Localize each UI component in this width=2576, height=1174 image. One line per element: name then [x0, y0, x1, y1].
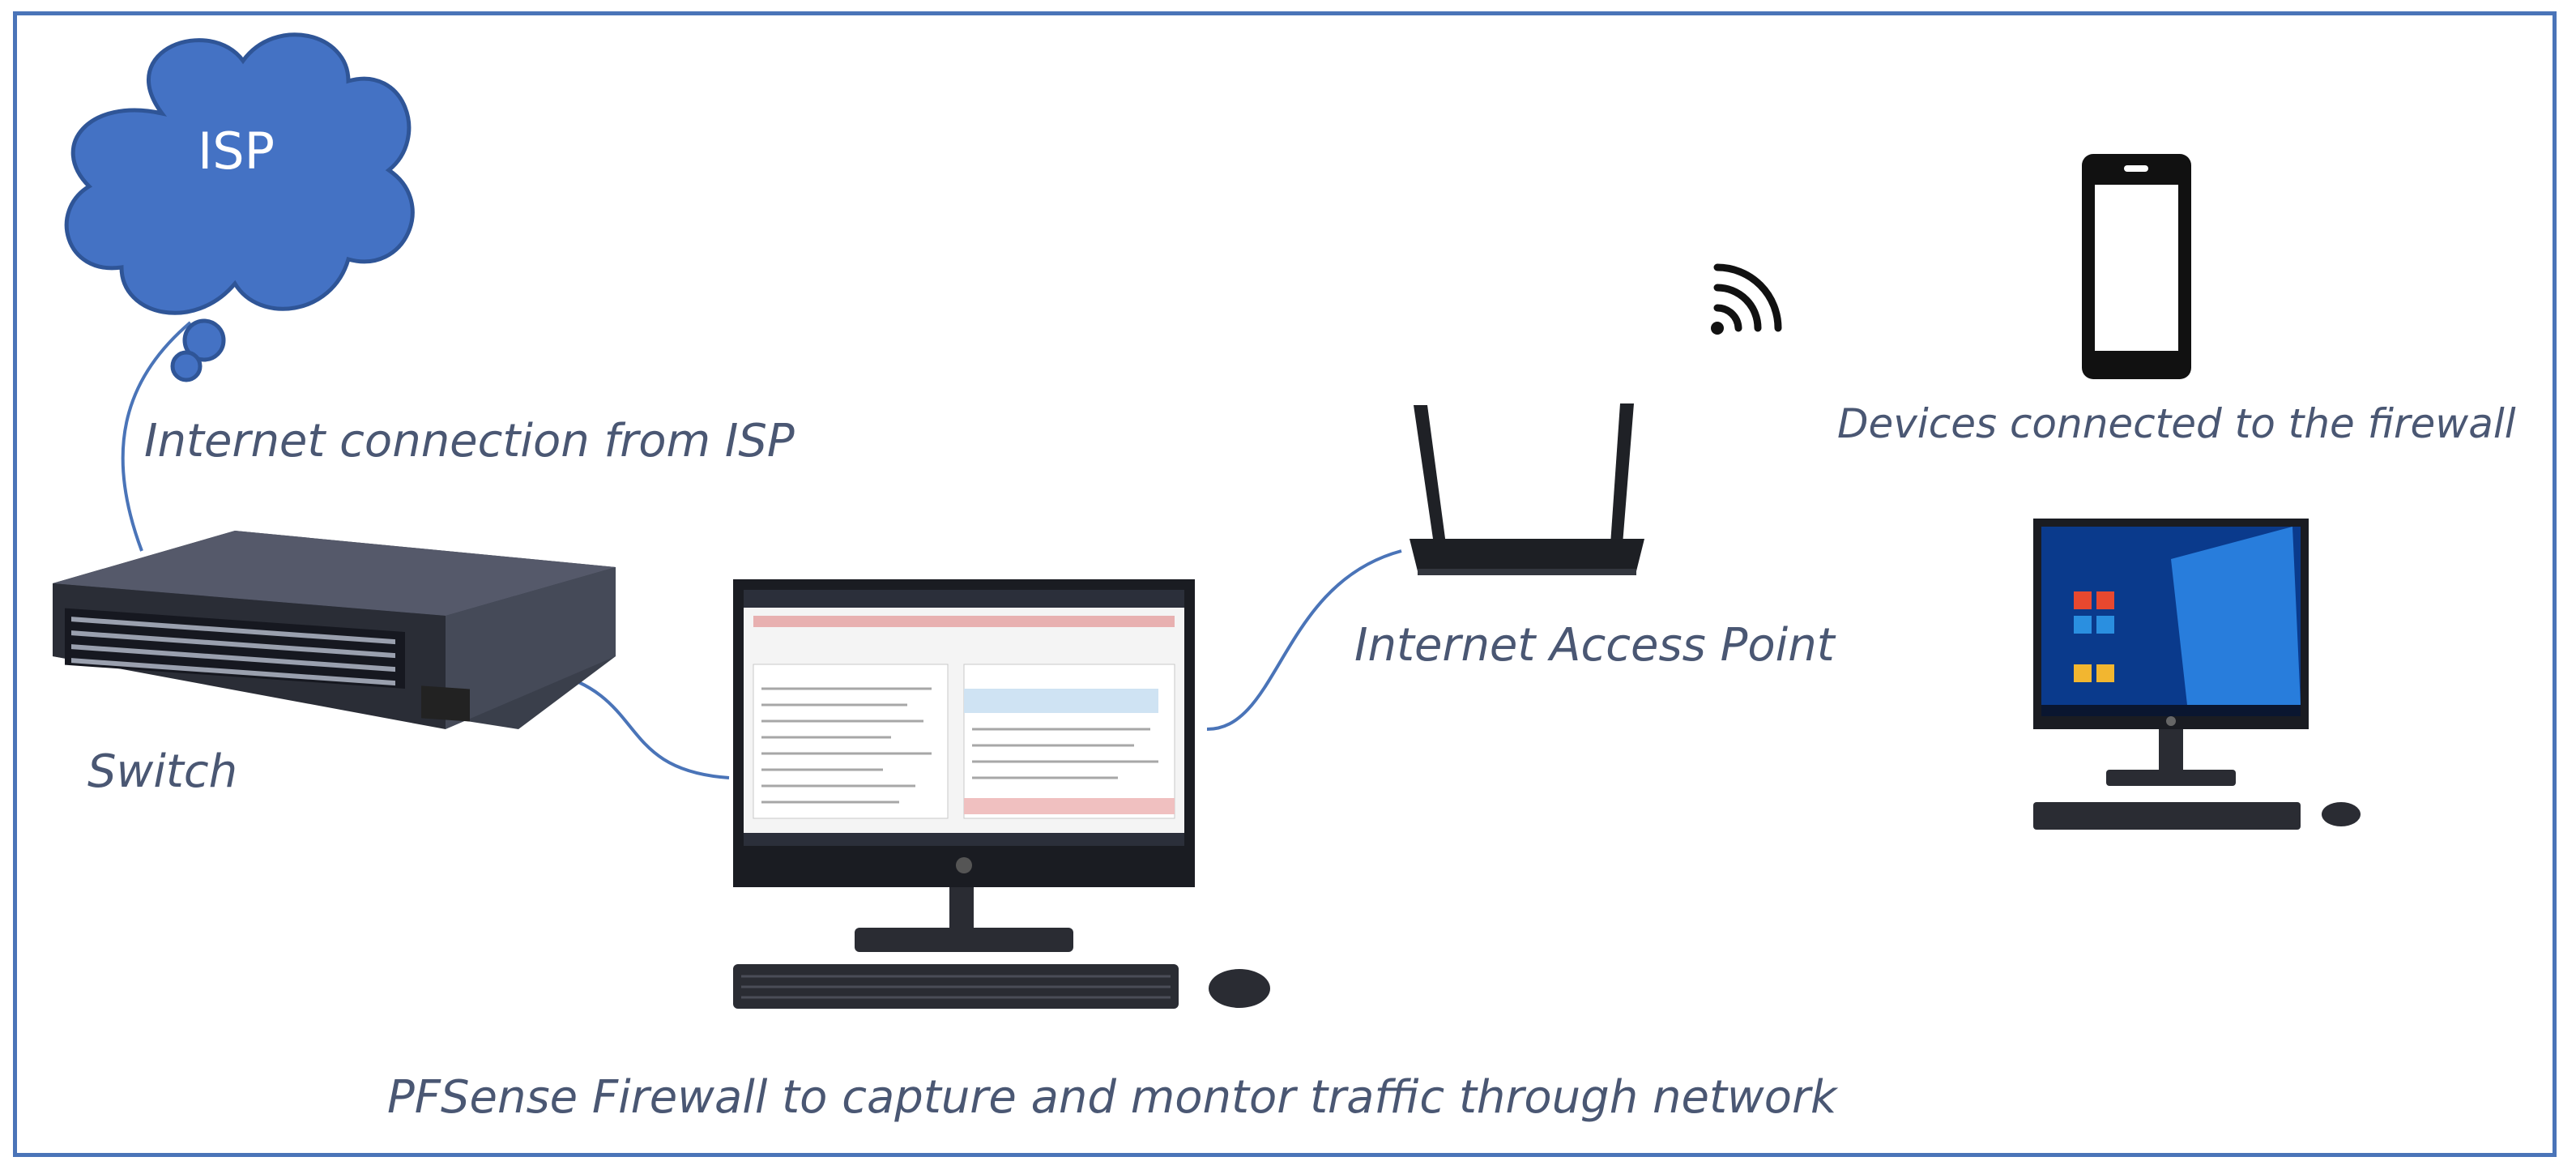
switch-to-firewall-line: [550, 671, 730, 779]
switch-icon: [53, 531, 616, 729]
router-icon: [1410, 403, 1644, 575]
cloud-icon: [64, 32, 415, 382]
isp-to-switch-line: [121, 321, 192, 552]
firewall-label: PFSense Firewall to capture and montor t…: [387, 1071, 1837, 1124]
firewall-to-router-line: [1206, 549, 1402, 731]
switch-label: Switch: [87, 745, 238, 798]
keyboard-icon: [733, 964, 1179, 1009]
pc-icon: [2033, 519, 2361, 830]
access-point-label: Internet Access Point: [1354, 619, 1835, 672]
internet-connection-label: Internet connection from ISP: [144, 415, 795, 467]
isp-label: ISP: [198, 122, 275, 181]
mouse-icon: [1209, 969, 1270, 1008]
desktop-monitor-icon: [733, 579, 1195, 952]
wifi-icon: [1711, 263, 1782, 335]
devices-label: Devices connected to the firewall: [1837, 400, 2516, 447]
diagram-frame: [13, 11, 2557, 1157]
smartphone-icon: [2082, 154, 2191, 379]
